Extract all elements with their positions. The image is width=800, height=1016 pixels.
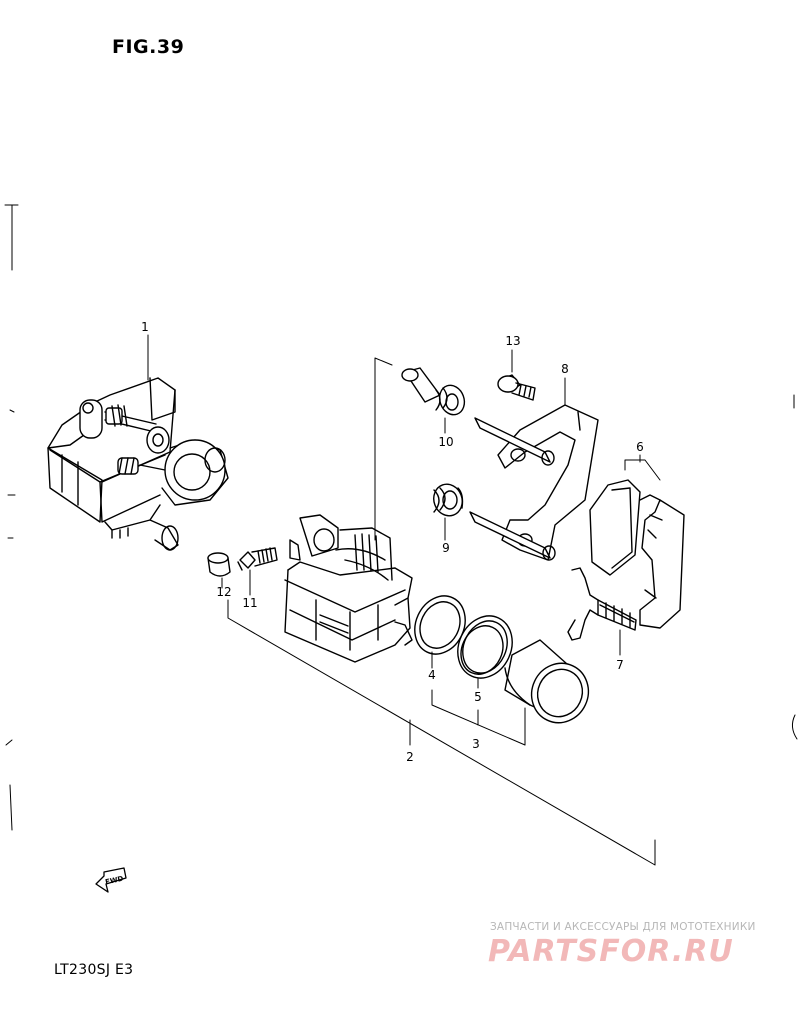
part-12-bleeder-cap (207, 552, 231, 577)
bracket-3-4-5 (431, 689, 526, 746)
callout-5: 5 (474, 690, 482, 704)
callout-11: 11 (242, 596, 258, 610)
bracket-6 (624, 454, 661, 481)
part-13-bolt (497, 374, 536, 401)
bracket-2 (227, 599, 656, 866)
fwd-label: FWD (105, 875, 125, 887)
leader-2-upper (374, 357, 393, 541)
watermark-tagline: ЗАПЧАСТИ И АКСЕССУАРЫ ДЛЯ МОТОТЕХНИКИ (490, 921, 756, 933)
figure-title: FIG.39 (112, 36, 185, 58)
callout-4: 4 (428, 668, 436, 682)
callout-9: 9 (442, 541, 450, 555)
callout-6: 6 (636, 440, 644, 454)
part-3-piston (504, 639, 590, 724)
callout-7: 7 (616, 658, 624, 672)
part-7-pad-shim (567, 567, 637, 641)
callout-13: 13 (505, 334, 521, 348)
part-8-caliper-bracket (469, 404, 599, 561)
part-10-boot (401, 367, 466, 416)
callout-12: 12 (216, 585, 232, 599)
callout-2: 2 (406, 750, 414, 764)
part-6-brake-pads (589, 479, 685, 629)
part-9-boot (433, 483, 464, 517)
watermark-brand: PARTSFOR.RU (488, 934, 734, 969)
part-5-dust-seal (457, 615, 513, 679)
callout-1: 1 (141, 320, 149, 334)
model-code: LT230SJ E3 (54, 962, 134, 978)
margin-marks (4, 204, 798, 831)
part-11-bleeder-valve (237, 547, 278, 571)
fwd-direction-arrow: FWD (95, 867, 127, 893)
part-2-caliper-body (284, 514, 413, 663)
part-1-caliper-assembly (47, 377, 229, 551)
callout-10: 10 (438, 435, 454, 449)
callout-3: 3 (472, 737, 480, 751)
callout-8: 8 (561, 362, 569, 376)
